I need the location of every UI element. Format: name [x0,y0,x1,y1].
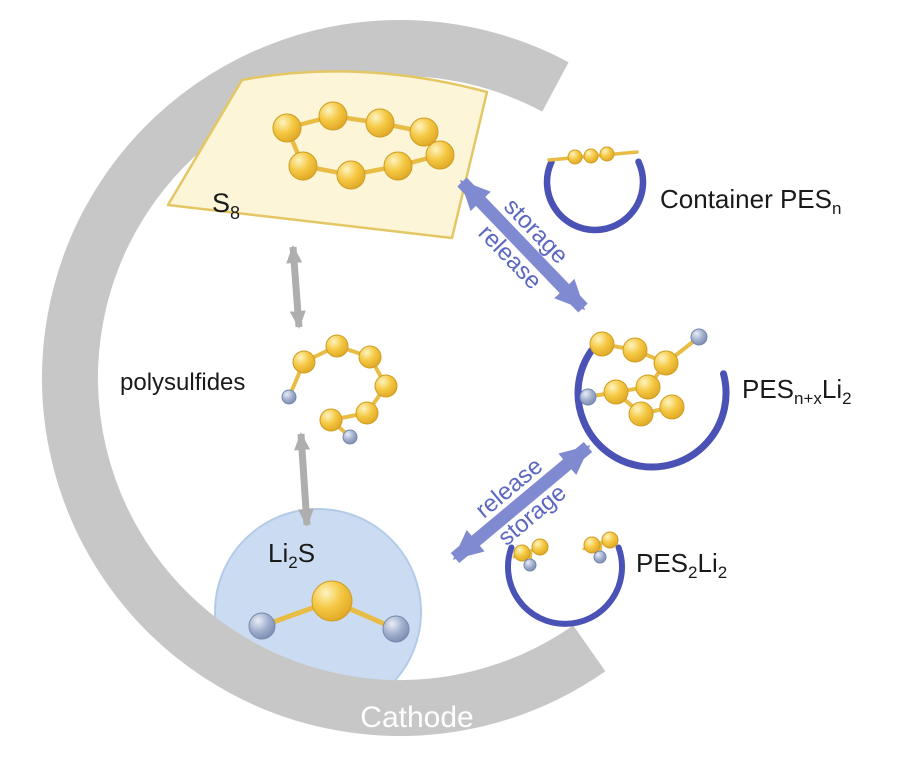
storage-release-arrow-upper: storage release [457,177,588,313]
sulfur-atom [409,117,439,147]
sulfur-atom [567,149,583,165]
upper-double-arrow [457,177,588,313]
lithium-atom [523,558,537,572]
lithium-atom [593,550,607,564]
storage-release-arrow-lower: release storage [450,442,593,563]
li2s-label: Li2S [268,538,315,572]
sulfur-atom [583,536,601,554]
pes-nx-li2: PESn+xLi2 [574,328,852,471]
pes-nx-li2-cup [574,347,730,471]
sulfur-atom [659,394,685,420]
sulfur-atom [374,374,398,398]
polysulfide-li2s-arrow [294,432,314,527]
sulfur-atom [425,140,455,170]
sulfur-atom [601,531,619,549]
sulfur-atom [531,538,549,556]
sulfur-atom [622,337,648,363]
sulfur-wedge [166,70,489,240]
li2s-molecule [248,580,410,643]
sulfur-atom [288,151,318,181]
polysulfide-molecule [281,334,398,445]
sulfur-atom [383,151,413,181]
sulfur-atom [653,350,679,376]
container-pesn: Container PESn [543,146,841,234]
sulfur-region: S8 [166,70,489,240]
sulfur-atom [628,401,654,427]
cathode-ring [42,20,758,736]
lithium-atom [579,388,597,406]
pes2-li2-cup [505,544,625,627]
sulfur-atom [355,401,379,425]
lithium-atom [690,328,708,346]
sulfur-atom [365,108,395,138]
sulfur-atom [583,148,599,164]
lithium-atom [281,389,297,405]
pes2-li2: PES2Li2 [505,531,727,627]
sulfur-atom [311,580,353,622]
pes-nx-li2-label: PESn+xLi2 [742,374,852,408]
lithium-atom [248,612,276,640]
container-pesn-cup [543,158,647,234]
pes2-li2-label: PES2Li2 [636,548,727,582]
sulfur-atom [292,350,316,374]
polysulfides-label: polysulfides [120,369,245,396]
sulfur-atom [603,379,629,405]
sulfur-atom [589,331,615,357]
sulfur-atom [635,374,661,400]
cathode-label: Cathode [360,701,473,734]
sulfur-atom [599,146,615,162]
sulfur-atom [272,113,302,143]
container-pesn-label: Container PESn [660,184,841,218]
sulfur-atom [358,345,382,369]
cathode: Cathode [42,20,758,736]
sulfur-atom [325,334,349,358]
lithium-atom [342,429,358,445]
sulfur-atom [318,101,348,131]
sulfur-atom [336,160,366,190]
lower-double-arrow [450,442,593,563]
s8-molecule [272,101,455,190]
sulfur-atom [513,544,531,562]
s8-polysulfide-arrow [286,245,306,329]
sulfur-atom [319,408,343,432]
lithium-atom [382,615,410,643]
s8-label: S8 [212,188,240,223]
